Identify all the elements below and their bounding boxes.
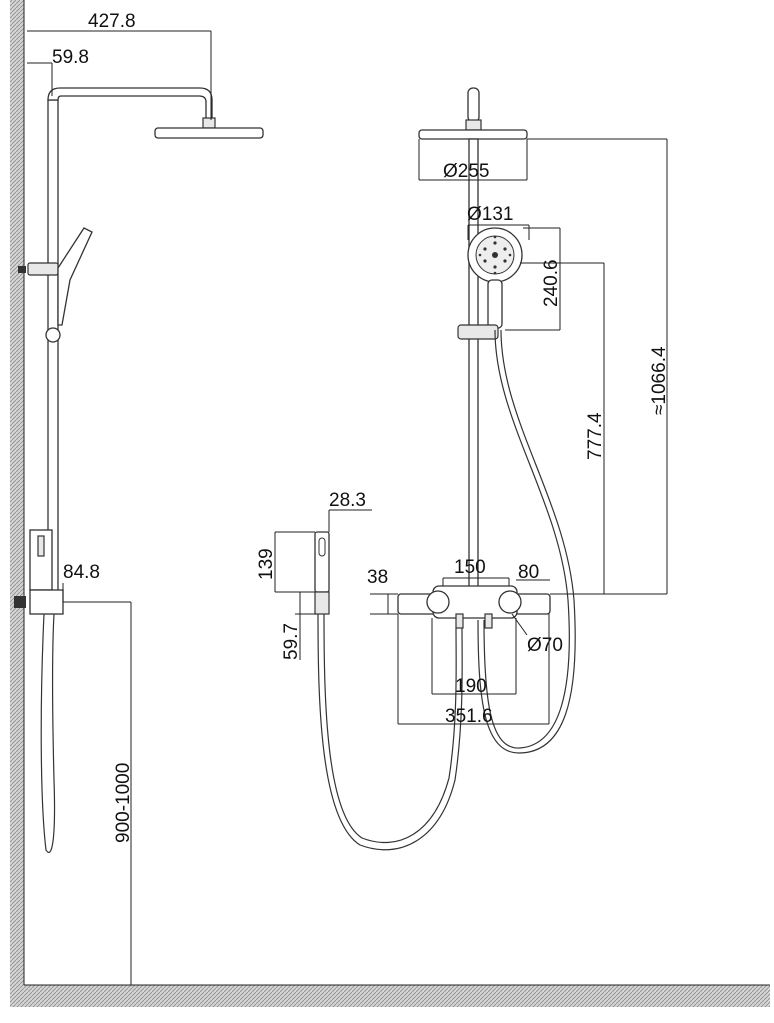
front-hand-shower-handle: [487, 279, 503, 329]
front-hand-hose: [483, 329, 570, 749]
dim-arm-offset: 59.8: [52, 47, 89, 68]
front-slider: [457, 324, 499, 340]
dim-handle-diameter: Ø70: [527, 635, 563, 656]
front-rain-head: [418, 129, 528, 140]
front-right-inlet: [484, 613, 493, 629]
front-holder-elbow: [314, 591, 330, 615]
side-mixer-base: [29, 589, 64, 615]
front-dimensions: Ø255 Ø131 240.6 777.4 ≈1066.4 28.3 139: [256, 138, 670, 727]
dim-handle-width: 80: [518, 562, 539, 583]
side-rail: [47, 99, 59, 601]
wall-hatch: [10, 0, 24, 1006]
side-dimensions: 427.8 59.8 84.8 900-1000: [27, 11, 212, 985]
dim-hand-shower-length: 240.6: [541, 259, 562, 307]
dim-mixer-depth: 84.8: [63, 562, 100, 583]
dim-handle-spacing: 150: [454, 557, 486, 578]
dim-mixer-length: 351.6: [445, 706, 493, 727]
dim-holder-width: 28.3: [329, 490, 366, 511]
front-spray-nozzles: [478, 235, 512, 275]
dim-inlet-spacing: 190: [455, 676, 487, 697]
dim-install-height: 900-1000: [113, 763, 134, 843]
front-left-handle: [426, 590, 450, 614]
side-hose: [40, 613, 56, 853]
floor-hatch: [10, 985, 770, 1007]
front-holder-hose: [317, 613, 463, 851]
side-slider-knob: [45, 327, 61, 343]
front-holder-hose-inner: [323, 613, 457, 844]
front-hand-hose-inner: [477, 329, 576, 754]
dim-arm-reach: 427.8: [88, 11, 136, 32]
dim-holder-height: 139: [256, 548, 277, 580]
front-left-inlet: [455, 613, 464, 629]
side-holder-bracket: [27, 262, 59, 276]
dim-holder-base: 59.7: [281, 623, 302, 660]
side-shower-arm: [47, 87, 213, 121]
front-right-handle: [498, 590, 522, 614]
front-view: [314, 87, 576, 851]
side-mixer-wall-plate: [14, 596, 26, 608]
dim-hand-head-diameter: Ø131: [467, 204, 513, 225]
dim-riser-height: 777.4: [585, 412, 606, 460]
front-holder-slot: [318, 537, 326, 557]
side-rain-head: [154, 127, 264, 139]
front-arm-stub: [467, 87, 480, 123]
front-arm-connector: [465, 119, 482, 131]
dim-overall-height: ≈1066.4: [649, 346, 670, 415]
side-view: [14, 87, 264, 853]
side-hand-shower: [57, 227, 93, 326]
side-mixer-lever: [37, 535, 45, 557]
side-wall-bracket: [18, 266, 26, 273]
dim-mixer-body-height: 38: [367, 567, 388, 588]
side-arm-connector: [202, 117, 216, 129]
dim-rain-head-diameter: Ø255: [443, 161, 489, 182]
